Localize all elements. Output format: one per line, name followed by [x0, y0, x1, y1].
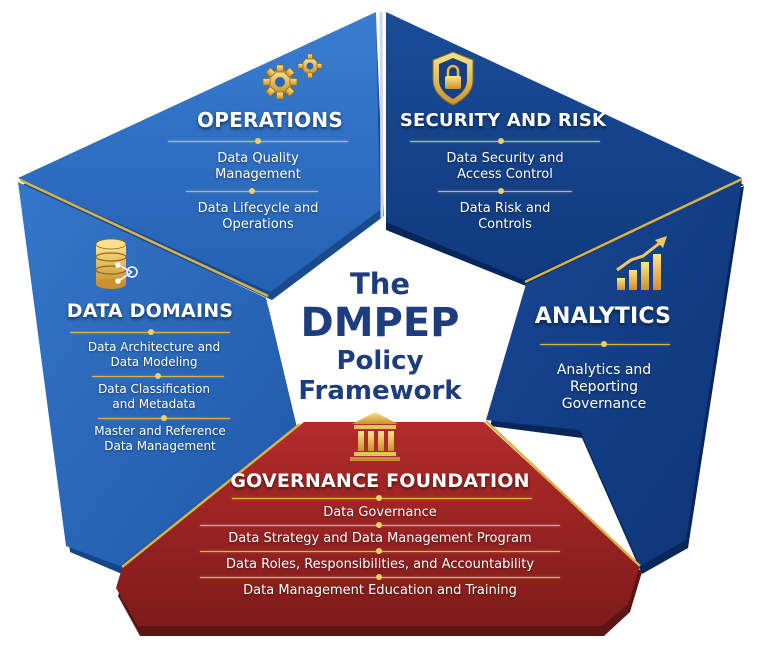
shield-lock-icon: [432, 51, 474, 106]
foundation-divider-1-dot: [376, 495, 382, 501]
database-icon: [95, 238, 138, 289]
operations-divider-1-dot: [255, 138, 261, 144]
foundation-divider-3-dot: [376, 548, 382, 554]
security-panel: [386, 12, 742, 280]
foundation-item-1: Data Governance: [323, 505, 437, 520]
seam-foundation-analytics: [485, 420, 641, 567]
foundation-item-3: Data Roles, Responsibilities, and Accoun…: [225, 557, 535, 572]
security-divider-2-dot: [498, 188, 504, 194]
foundation-item-2: Data Strategy and Data Management Progra…: [228, 531, 532, 546]
foundation-divider-4-dot: [376, 574, 382, 580]
foundation-divider-1: [232, 498, 532, 499]
seam-domains-foundation: [121, 423, 301, 568]
center-title-framework: Framework: [298, 376, 462, 406]
foundation-divider-2-dot: [376, 522, 382, 528]
analytics-divider-1-dot: [601, 341, 607, 347]
analytics-panel: [486, 180, 742, 566]
domains-item-2: Data Classification and Metadata: [98, 382, 210, 411]
center-title-policy: Policy: [336, 346, 424, 376]
seam-sec-analytics: [524, 177, 743, 284]
security-item-1: Data Security and Access Control: [446, 151, 564, 182]
foundation-item-4: Data Management Education and Training: [243, 583, 517, 598]
seam-ops-security: [379, 11, 384, 219]
domains-divider-1-dot: [148, 329, 154, 335]
security-divider-1-dot: [498, 138, 504, 144]
analytics-item-1: Analytics and Reporting Governance: [556, 362, 652, 412]
domains-divider-3-dot: [161, 415, 167, 421]
domains-item-1: Data Architecture and Data Modeling: [87, 340, 221, 369]
security-divider-1: [410, 141, 600, 142]
domains-divider-2-dot: [155, 373, 161, 379]
bar-chart-icon: [616, 236, 667, 290]
center-title-the: The: [349, 267, 411, 301]
center-title: The DMPEP Policy Framework: [280, 268, 480, 406]
operations-item-1: Data Quality Management: [215, 151, 301, 182]
security-title: SECURITY AND RISK: [399, 110, 607, 131]
pillars-icon: [350, 412, 400, 461]
security-item-2: Data Risk and Controls: [459, 201, 551, 232]
seam-ops-domains: [19, 178, 269, 298]
foundation-title: GOVERNANCE FOUNDATION: [230, 470, 530, 492]
security-divider-2: [438, 191, 572, 192]
analytics-title: ANALYTICS: [534, 304, 672, 329]
operations-title: OPERATIONS: [197, 108, 343, 132]
domains-title: DATA DOMAINS: [66, 300, 234, 322]
center-title-dmpep: DMPEP: [300, 300, 460, 346]
gears-icon: [262, 53, 323, 100]
domains-item-3: Master and Reference Data Management: [94, 424, 226, 453]
operations-divider-2-dot: [249, 188, 255, 194]
operations-item-2: Data Lifecycle and Operations: [197, 201, 319, 232]
